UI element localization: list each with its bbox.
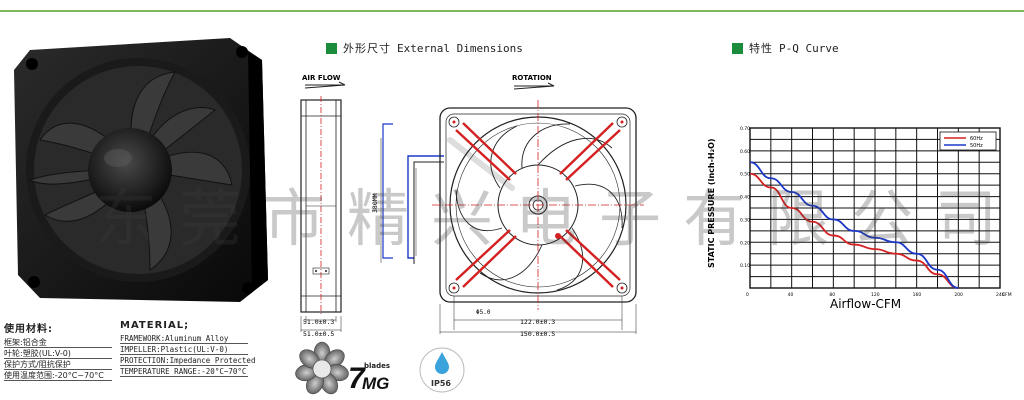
chart-x-axis-label: Airflow-CFM (830, 297, 901, 311)
pq-curve-header: 特性 P-Q Curve (732, 40, 839, 56)
chart-y-tick-label: 0.70 (740, 126, 750, 132)
chart-series-line-50hz (749, 161, 959, 289)
rotation-arrow-icon (513, 82, 555, 90)
chart-x-unit-label: CFM (1002, 292, 1012, 298)
materials-zh-row: 使用温度范围:-20°C~70°C (4, 370, 112, 381)
materials-zh-row: 保护方式/阻抗保护 (4, 359, 112, 370)
chart-y-tick-label: 0.30 (740, 217, 750, 223)
chart-y-tick-label: 0.20 (740, 240, 750, 246)
blades-word: blades (364, 362, 391, 370)
brand-badge: 7 blades MG (348, 362, 408, 398)
chart-legend-label: 50Hz (970, 143, 983, 149)
materials-en-row: TEMPERATURE RANGE:-20°C~70°C (120, 367, 248, 377)
water-drop-icon (435, 352, 449, 374)
air-flow-arrow-icon (304, 81, 346, 89)
hole-diameter-label: Φ5.0 (476, 309, 491, 316)
chart-x-tick-label: 40 (788, 292, 794, 298)
chart-legend-box (939, 131, 997, 151)
materials-zh-row: 叶轮:塑胶(UL:V-0) (4, 348, 112, 359)
side-view-drawing: AIR FLOW 51.0±0.3 51.0±0.5 380MM (300, 74, 393, 338)
brand-mark: MG (362, 374, 390, 393)
chart-x-tick-label: 160 (913, 292, 922, 298)
chart-y-axis-label: STATIC PRESSURE (Inch-H₂O) (707, 138, 716, 268)
front-dim-outer: 150.0±0.5 (520, 330, 555, 338)
chart-y-tick-label: 0.50 (740, 172, 750, 178)
chart-x-tick-label: 0 (746, 292, 749, 298)
front-dim-inner: 122.0±0.3 (520, 318, 555, 326)
materials-en-title: MATERIAL; (120, 320, 190, 331)
chart-x-tick-label: 200 (954, 292, 963, 298)
chart-series (749, 161, 959, 289)
side-dim-outer: 51.0±0.5 (303, 330, 334, 338)
materials-zh-title: 使用材料: (4, 324, 53, 335)
chart-grid (749, 127, 1001, 289)
chart-x-tick-label: 120 (871, 292, 880, 298)
dimensions-header: 外形尺寸 External Dimensions (326, 40, 523, 56)
top-divider-line (0, 10, 1024, 12)
rotation-label: ROTATION (512, 74, 552, 82)
materials-en-row: IMPELLER:Plastic(UL:V-0) (120, 344, 248, 355)
green-square-icon (732, 42, 743, 54)
impeller-blades (455, 123, 623, 291)
chart-series-line-60hz (749, 172, 959, 289)
green-square-icon (326, 42, 337, 54)
materials-en-row: FRAMEWORK:Aluminum Alloy (120, 333, 248, 344)
materials-zh-row: 框架:铝合金 (4, 337, 112, 348)
materials-en-table: MATERIAL; FRAMEWORK:Aluminum Alloy IMPEL… (120, 320, 256, 377)
materials-en-row: PROTECTION:Impedance Protected (120, 356, 256, 366)
chart-legend-label: 60Hz (970, 136, 983, 142)
ip-rating-label: IP56 (431, 379, 451, 388)
chart-x-tick-label: 240 (996, 292, 1005, 298)
chart-y-tick-label: 0.60 (740, 149, 750, 155)
fan-product-photo (14, 38, 268, 302)
materials-zh-table: 使用材料: 框架:铝合金 叶轮:塑胶(UL:V-0) 保护方式/阻抗保护 使用温… (4, 320, 112, 381)
impeller-blades-icon (295, 341, 349, 395)
side-dim-inner: 51.0±0.3 (303, 318, 334, 326)
front-view-drawing: ROTATION Φ5.0 122.0±0.3 150 (407, 74, 644, 338)
blades-count: 7 (348, 362, 365, 395)
wire-blue (407, 155, 444, 259)
mounting-holes (448, 116, 628, 294)
chart-x-tick-label: 80 (829, 292, 835, 298)
chart-y-tick-label: 0.40 (740, 195, 750, 201)
wire-black (413, 161, 444, 264)
chart-y-tick-label: 0.10 (740, 263, 750, 269)
cable-length-label: 380MM (371, 193, 379, 213)
air-flow-label: AIR FLOW (302, 74, 341, 82)
ip-rating-badge: IP56 (419, 347, 465, 393)
